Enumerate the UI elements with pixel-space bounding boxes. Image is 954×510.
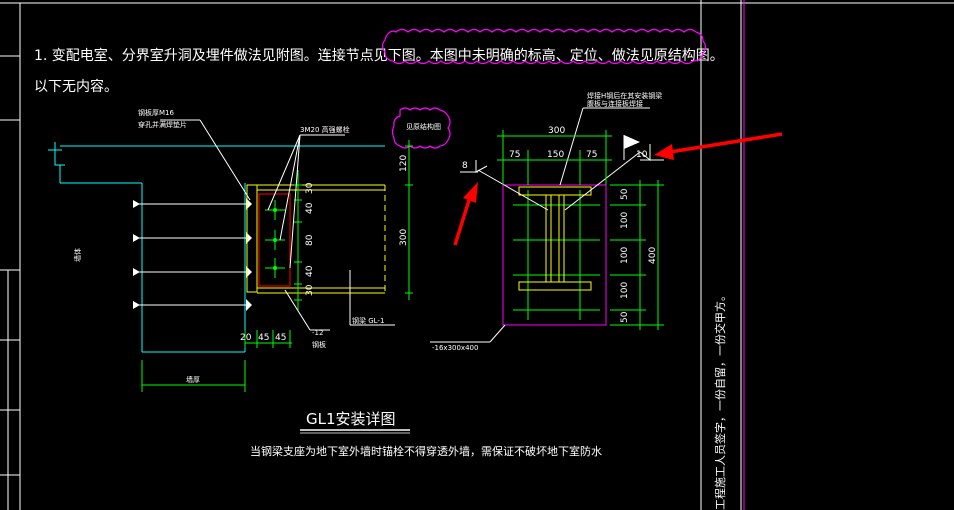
dim-right-2: 100 <box>620 212 630 229</box>
dim-v-2: 40 <box>305 202 315 214</box>
dim-right-5: 50 <box>620 311 630 323</box>
dim-r-2: 300 <box>399 229 409 246</box>
dim-right-4: 100 <box>620 282 630 299</box>
right-note-1: 焊接H钢后在其安装钢梁 <box>587 91 662 100</box>
dim-v-4: 40 <box>305 265 315 277</box>
dim-v-5: 30 <box>305 284 315 296</box>
side-vertical-text: 工程施工人员签字，一份自留，一份交甲方。 <box>713 290 727 510</box>
note-line-2: 以下无内容。 <box>34 78 118 95</box>
dim-right-1: 50 <box>620 188 630 200</box>
red-arrow-right <box>654 132 783 160</box>
dim-bottom-3: 45 <box>275 333 286 343</box>
detail-title: GL1安装详图 <box>306 410 396 428</box>
dim-top-total: 300 <box>548 126 565 136</box>
dim-v-3: 80 <box>305 234 315 246</box>
red-arrow-left <box>453 182 478 246</box>
dim-v-1: 30 <box>305 182 315 194</box>
dim-r-1: 120 <box>399 155 409 172</box>
label-plate-thk: 钢板厚M16 <box>138 108 174 117</box>
label-wall-width: 墙厚 <box>186 375 200 384</box>
dim-bottom-1: 20 <box>240 333 252 343</box>
label-plate-thickness: -12 <box>312 329 323 337</box>
label-beam: 钢梁 GL-1 <box>352 316 384 325</box>
dim-top-2: 150 <box>547 150 564 160</box>
label-bolts: 3M20 高强螺栓 <box>300 125 350 134</box>
dim-top-3: 75 <box>586 150 597 160</box>
cloud-label: 见原结构图 <box>406 122 441 131</box>
label-plate-sub: 钢板 <box>312 340 326 349</box>
right-detail <box>430 107 664 343</box>
left-detail <box>48 119 413 392</box>
note-line-1: 1. 变配电室、分界室升洞及埋件做法见附图。连接节点见下图。本图中未明确的标高、… <box>34 47 724 64</box>
revision-cloud-note <box>381 28 707 65</box>
dim-bottom-2: 45 <box>258 333 269 343</box>
dim-right-3: 100 <box>620 247 630 264</box>
right-note-2: 腹板与连接板焊接 <box>587 99 643 108</box>
dim-top-1: 75 <box>509 150 520 160</box>
label-plate-weld: 穿孔并满焊垫片 <box>138 120 187 129</box>
right-plate-label: -16x300x400 <box>432 344 478 352</box>
detail-caption: 当钢梁支座为地下室外墙时锚栓不得穿透外墙，需保证不破坏地下室防水 <box>250 444 602 458</box>
weld-left-size: 8 <box>462 161 468 171</box>
weld-right-size: 10 <box>636 150 648 160</box>
label-wall-vertical: 墙体 <box>73 248 82 262</box>
dim-right-total: 400 <box>648 247 658 264</box>
revision-cloud-label <box>391 107 451 149</box>
